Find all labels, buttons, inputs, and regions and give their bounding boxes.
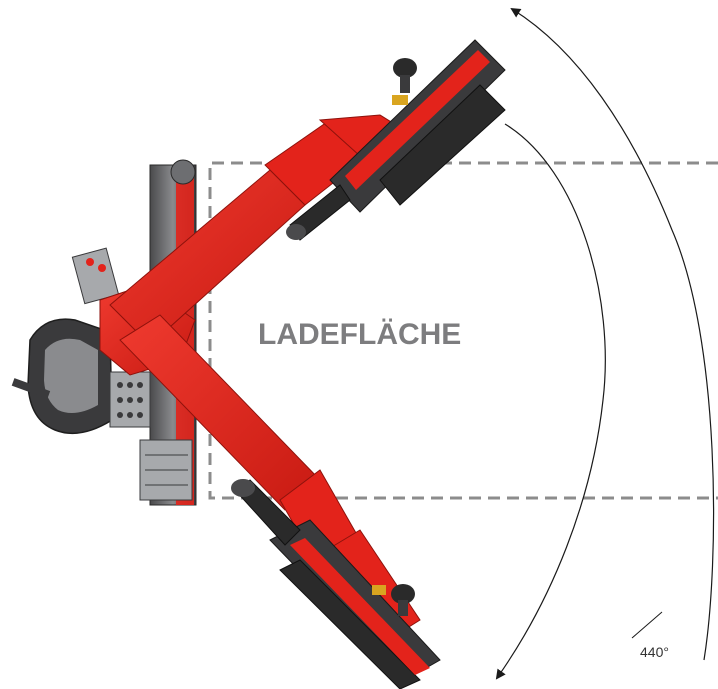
grapple-rotator-upper-icon: [392, 58, 417, 105]
crane-arm-upper: [109, 39, 506, 346]
rotation-angle-label: 440°: [640, 644, 669, 660]
cargo-area-outline: [208, 161, 718, 500]
outer-rotation-arc: [510, 7, 715, 661]
angle-leader-line: [631, 611, 663, 639]
cargo-area-label: LADEFLÄCHE: [258, 318, 461, 351]
crane-arm-lower: [119, 314, 441, 689]
grapple-rotator-lower-icon: [372, 584, 415, 616]
operator-seat-icon: [11, 247, 151, 435]
inner-rotation-arc: [495, 123, 606, 680]
